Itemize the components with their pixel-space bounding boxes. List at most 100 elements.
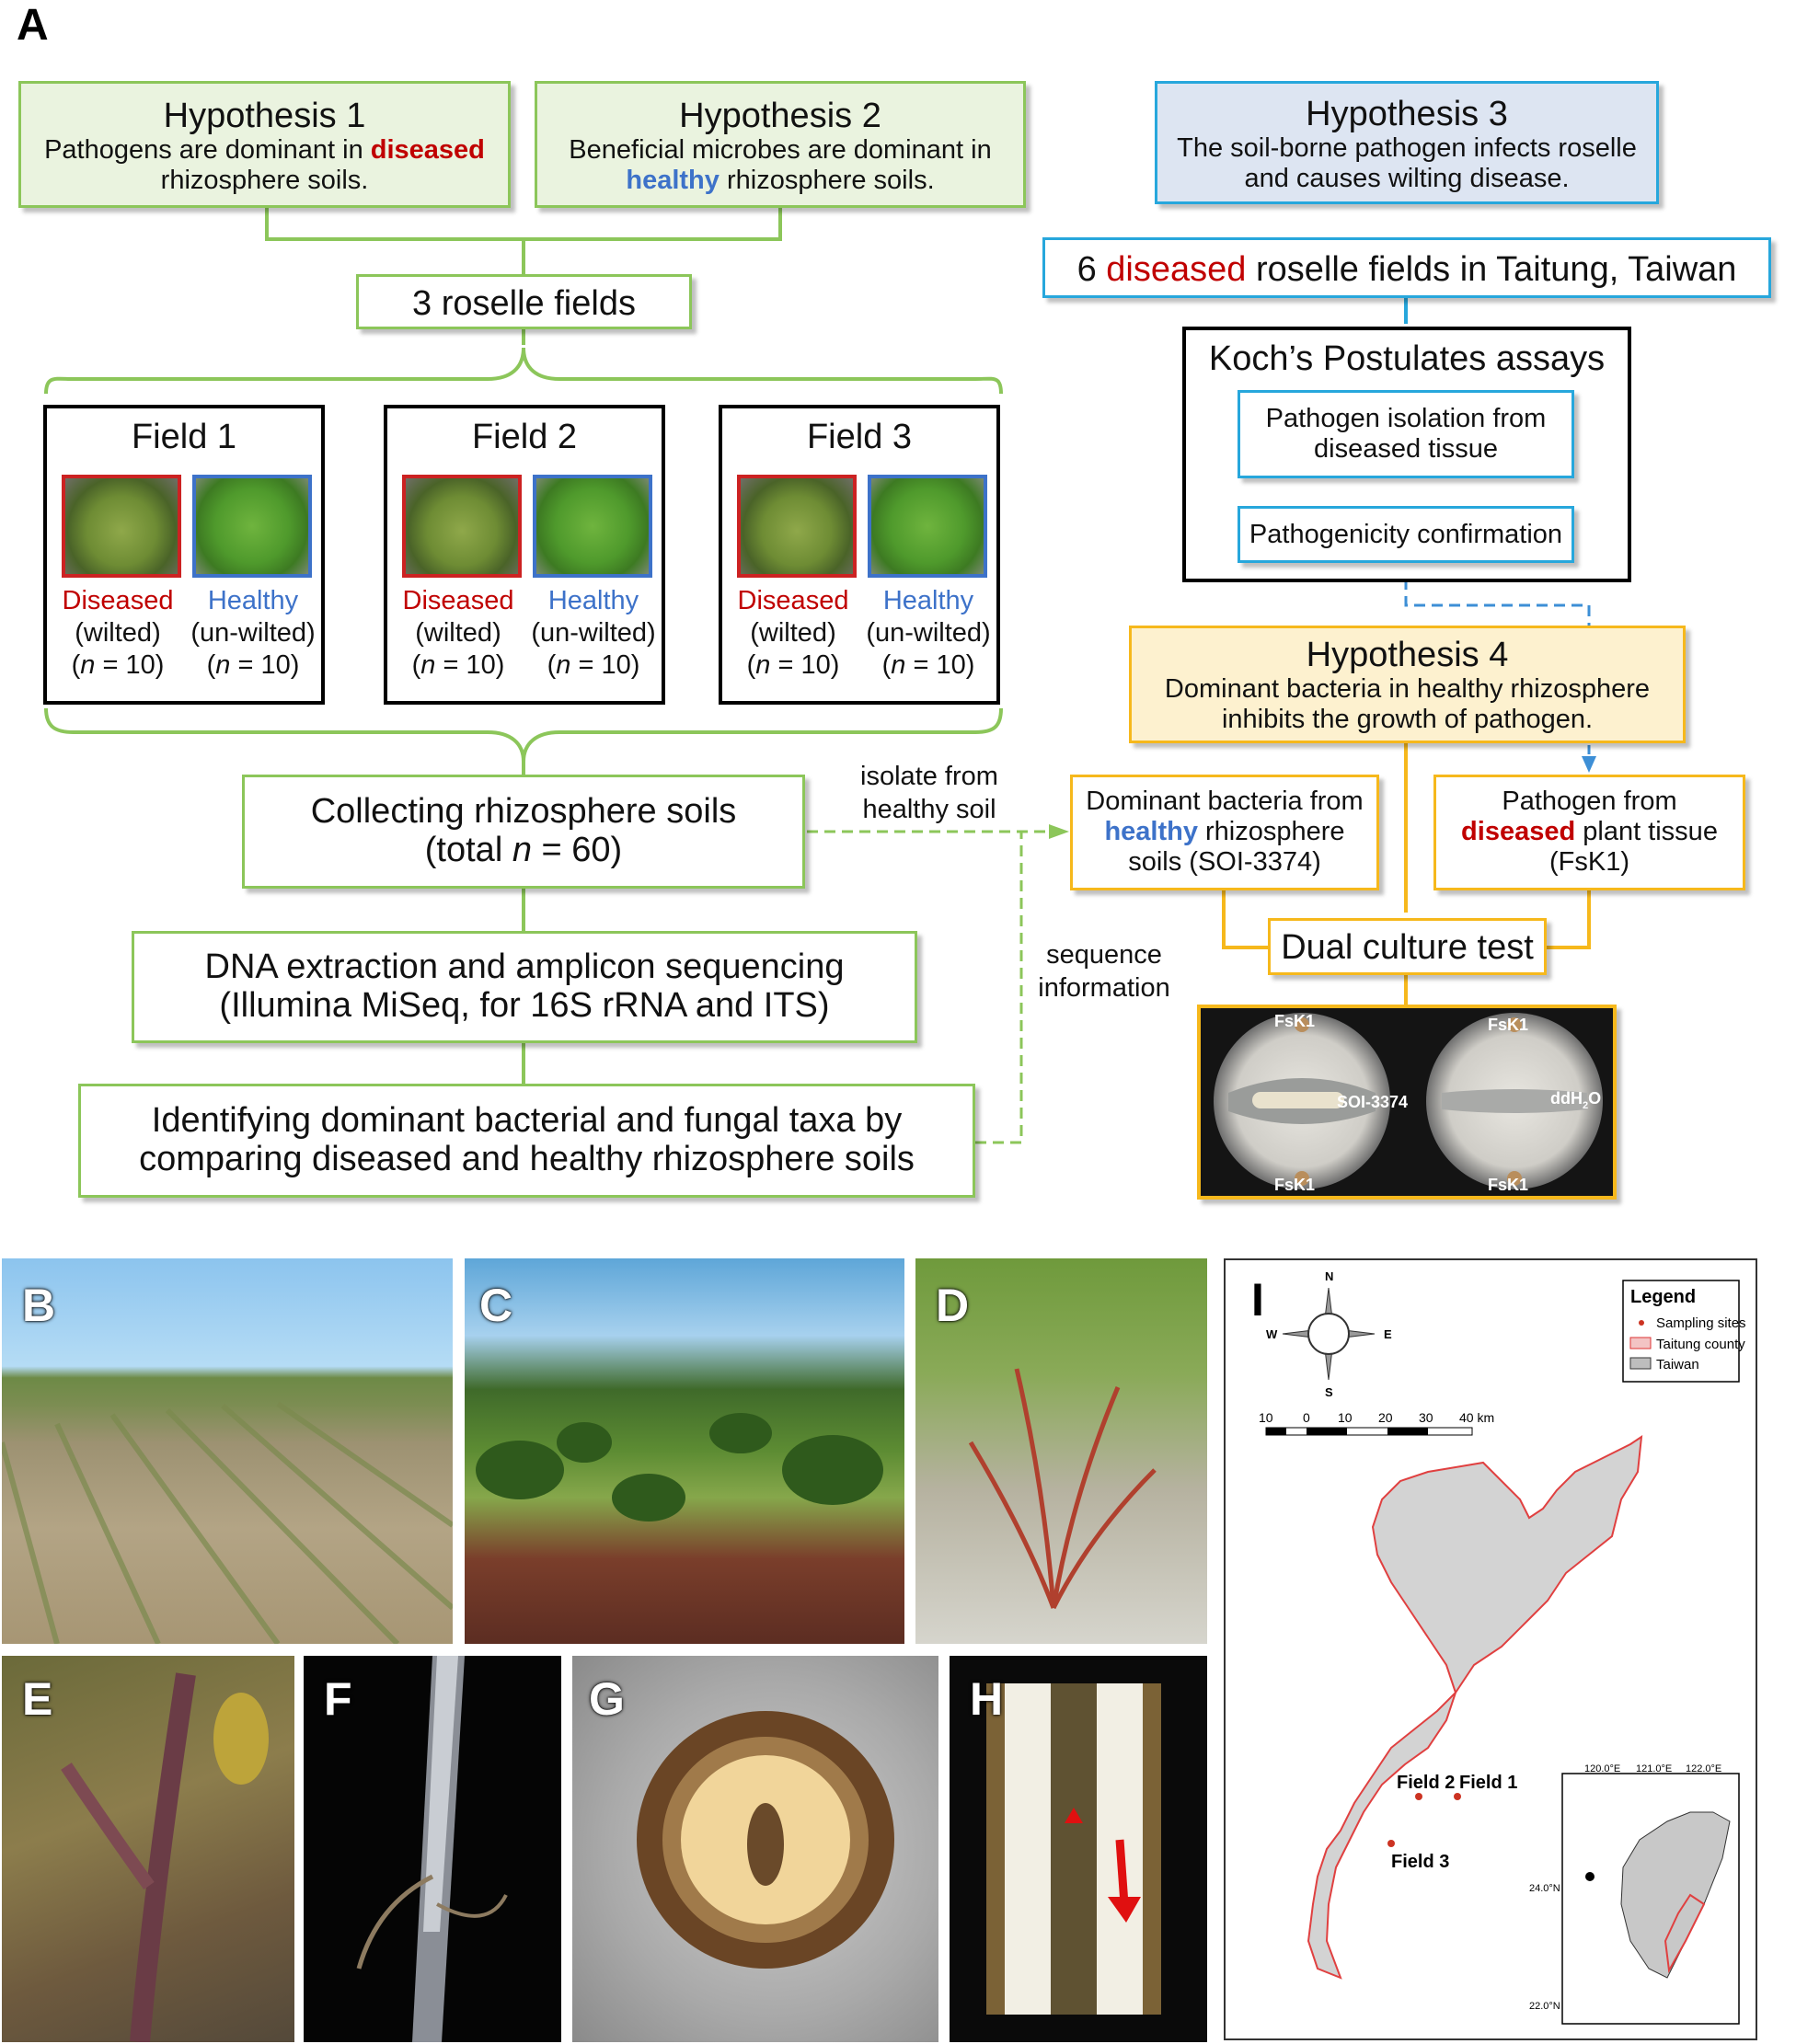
plates-svg: FsK1 FsK1 FsK1 FsK1 SOI-3374 ddH2O: [1214, 1012, 1603, 1194]
healthy-text: Healthy: [882, 586, 974, 615]
panel-label-a: A: [17, 1, 49, 50]
red-arrow-icon: [1108, 1897, 1141, 1923]
dominant-line1: Dominant bacteria from: [1086, 787, 1364, 816]
diseased-plant-photo: [737, 475, 857, 578]
wilted-text: (wilted): [750, 618, 836, 648]
hypothesis-3-box: Hypothesis 3 The soil-borne pathogen inf…: [1155, 81, 1659, 204]
h2-line1: Beneficial microbes are dominant in: [569, 135, 992, 165]
koch-title: Koch’s Postulates assays: [1208, 339, 1606, 378]
h3-line2: and causes wilting disease.: [1244, 164, 1570, 193]
wilted-stems-d: [968, 1368, 1157, 1610]
hypothesis-1-text: Pathogens are dominant in diseased rhizo…: [21, 135, 508, 196]
h4-line2: inhibits the growth of pathogen.: [1221, 705, 1594, 734]
unwilted-text: (un-wilted): [866, 618, 991, 648]
wilted-text: (wilted): [75, 618, 161, 648]
soi-streak: [1252, 1092, 1344, 1108]
h4-line1: Dominant bacteria in healthy rhizosphere: [1164, 674, 1651, 704]
panel-label-c: C: [479, 1280, 513, 1331]
pathogen-line3: (FsK1): [1549, 847, 1629, 877]
right-plate-center: [1442, 1089, 1587, 1113]
diseased-text: Diseased: [737, 586, 849, 615]
inset-lat-1: 24.0°N: [1529, 1883, 1560, 1894]
hypothesis-3-title: Hypothesis 3: [1306, 95, 1508, 133]
plate-label-fsk1-br: FsK1: [1488, 1176, 1528, 1194]
field-box-2: Field 2 Diseased (wilted) (n = 10) Healt…: [384, 405, 665, 705]
h1-line2: rhizosphere soils.: [160, 166, 369, 195]
n-label: n: [556, 650, 571, 680]
compass-s: S: [1325, 1385, 1333, 1399]
seq-line1: sequence: [1046, 940, 1162, 970]
pathogen-line1: Pathogen from: [1502, 787, 1677, 816]
n-value: = 10): [770, 650, 840, 680]
isolate-label: isolate from healthy soil: [828, 760, 1030, 826]
photo-b-field: B: [2, 1258, 453, 1644]
n-value: = 10): [95, 650, 165, 680]
n-value: = 10): [230, 650, 300, 680]
scale-label-6: 40 km: [1459, 1410, 1494, 1425]
panel-label-h: H: [970, 1673, 1004, 1725]
dna-line1: DNA extraction and amplicon sequencing: [204, 947, 845, 986]
scale-label-4: 20: [1378, 1410, 1393, 1425]
panel-label-d: D: [936, 1280, 970, 1331]
site-label-field-3: Field 3: [1391, 1852, 1449, 1872]
stem-e: [61, 1672, 269, 2042]
photo-d-wilted-plant: D: [915, 1258, 1207, 1644]
healthy-label: Healthy (un-wilted) (n = 10): [866, 586, 991, 680]
scale-bar: 10 0 10 20 30 40 km: [1259, 1410, 1494, 1436]
compass-n: N: [1325, 1269, 1333, 1283]
panel-label-e: E: [22, 1673, 53, 1725]
six-fields-pre: 6: [1076, 250, 1107, 289]
n-value: = 10): [570, 650, 640, 680]
field-title: Field 1: [131, 418, 237, 456]
dominant-bacteria-box: Dominant bacteria from healthy rhizosphe…: [1070, 775, 1379, 890]
penghu-islands: [1585, 1872, 1595, 1881]
diseased-text: Diseased: [402, 586, 514, 615]
hypothesis-1-box: Hypothesis 1 Pathogens are dominant in d…: [18, 81, 511, 208]
diseased-label: Diseased (wilted) (n = 10): [402, 586, 514, 680]
field-title: Field 2: [471, 418, 578, 456]
dna-line2: (Illumina MiSeq, for 16S rRNA and ITS): [219, 986, 830, 1025]
six-fields-box: 6 diseased roselle fields in Taitung, Ta…: [1042, 237, 1771, 298]
h1-emphasis: diseased: [370, 135, 485, 165]
legend-item-county: Taitung county: [1656, 1337, 1745, 1352]
dominant-line3: soils (SOI-3374): [1128, 847, 1321, 877]
hypothesis-2-box: Hypothesis 2 Beneficial microbes are dom…: [535, 81, 1026, 208]
inset-lon-1: 120.0°E: [1584, 1763, 1620, 1774]
photo-e-stem-base: E: [2, 1656, 294, 2042]
dominant-line2: rhizosphere: [1197, 817, 1345, 846]
six-fields-emphasis: diseased: [1106, 250, 1247, 289]
photo-h-longitudinal-section: H: [950, 1656, 1207, 2042]
field-rows-b: [2, 1401, 453, 1644]
left-fsk1-bottom: [1295, 1171, 1309, 1186]
h1-line1: Pathogens are dominant in: [44, 135, 371, 165]
panel-a: A Hypothesis: [17, 1, 1771, 1200]
collecting-soils-box: Collecting rhizosphere soils (total n = …: [242, 775, 805, 889]
map-svg: I N S E W 10 0 10 20 30 40 km: [1251, 1269, 1746, 2025]
site-field-2: [1415, 1793, 1422, 1800]
isolate-line2: healthy soil: [862, 795, 996, 824]
collect-line2-pre: (total: [424, 831, 512, 869]
plate-label-ddh2o: ddH2O: [1550, 1089, 1601, 1111]
map-legend: Legend Sampling sites Taitung county Tai…: [1622, 1280, 1746, 1383]
koch-step-isolation: Pathogen isolation from diseased tissue: [1238, 390, 1574, 478]
cross-section-g: [637, 1711, 894, 1969]
identify-line1: Identifying dominant bacterial and funga…: [151, 1101, 903, 1140]
healthy-label: Healthy (un-wilted) (n = 10): [531, 586, 656, 680]
hypothesis-2-title: Hypothesis 2: [679, 97, 881, 135]
legend-title: Legend: [1630, 1287, 1696, 1307]
wilted-text: (wilted): [415, 618, 501, 648]
identify-taxa-box: Identifying dominant bacterial and funga…: [78, 1084, 975, 1198]
h2-line2: rhizosphere soils.: [719, 166, 935, 195]
healthy-plant-photo: [533, 475, 652, 578]
healthy-plant-photo: [868, 475, 987, 578]
n-value: = 10): [435, 650, 505, 680]
map-panel-i: I N S E W 10 0 10 20 30 40 km: [1224, 1258, 1757, 2040]
n-label: n: [80, 650, 96, 680]
n-label: n: [891, 650, 906, 680]
compass-e: E: [1384, 1327, 1392, 1341]
section-h: [986, 1683, 1161, 2015]
healthy-text: Healthy: [207, 586, 299, 615]
three-fields-box: 3 roselle fields: [356, 274, 692, 329]
legend-item-taiwan: Taiwan: [1656, 1357, 1699, 1372]
n-label: n: [420, 650, 436, 680]
